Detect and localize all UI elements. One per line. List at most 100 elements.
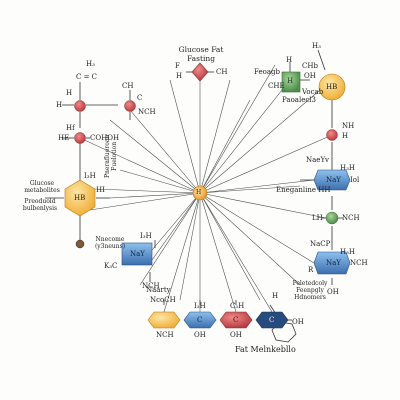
connection-line xyxy=(199,99,251,194)
glucose-metabolites-label: Glucose metabolites xyxy=(24,180,60,194)
connection-line xyxy=(199,192,301,286)
bottom-item-4-text: C xyxy=(269,316,275,324)
left-row1-right-bottom: NCH xyxy=(138,108,156,116)
right-green-right: OH xyxy=(304,72,316,80)
bottom-n-label-2: NcoCH xyxy=(150,296,176,304)
bottom-node-1 xyxy=(147,311,181,329)
connection-line xyxy=(199,64,276,194)
right-green-box-text: H xyxy=(287,77,294,85)
right-blue-1-right: Iol xyxy=(350,176,360,184)
glucose-hex-text: HB xyxy=(74,194,86,202)
right-lower-text: Peletedcoly Feenpgly Hdnomers xyxy=(292,280,328,301)
connection-line xyxy=(199,79,291,194)
right-blue-2-text: NaY xyxy=(326,259,341,267)
right-orange-circle-node xyxy=(318,73,346,101)
connection-line xyxy=(199,134,333,194)
energy-label: Eneganline HH xyxy=(276,186,331,194)
connection-line xyxy=(129,109,201,194)
right-green-top: H xyxy=(286,56,293,64)
top-center-right-label: CH xyxy=(216,68,228,76)
connection-line xyxy=(199,179,315,194)
left-blue-right-text: Nnecome (y3neuns) xyxy=(94,236,126,250)
hub-label: H xyxy=(196,189,202,196)
left-blue-top: I₃H xyxy=(140,232,152,240)
top-center-left-label: F xyxy=(175,62,180,70)
connection-line xyxy=(163,192,201,313)
right-blue-2-right: NCH xyxy=(350,259,368,267)
top-center-title: Glucose Fat Fasting xyxy=(178,45,224,63)
bottom-item-2-text: C xyxy=(197,316,203,324)
connection-lines xyxy=(79,64,333,313)
glucose-hexagon-node xyxy=(64,179,96,217)
right-green-box-node xyxy=(281,71,301,93)
bottom-item-1-bottom: NCH xyxy=(156,331,174,339)
right-red-node xyxy=(326,129,338,141)
bottom-right-label-2: OH xyxy=(292,318,304,326)
right-orange-label: HB xyxy=(326,83,338,91)
right-blue-2-top-right: H₃H xyxy=(340,248,356,256)
left-row1-left: H xyxy=(56,101,63,109)
left-row1-right-mid: C xyxy=(137,94,143,102)
right-green-circle-node xyxy=(325,211,339,225)
right-top-h-label: H₃ xyxy=(312,42,321,50)
connection-line xyxy=(199,192,261,301)
connection-line xyxy=(199,192,315,264)
right-orange-side: Vocab xyxy=(302,88,324,96)
hex-right-label: HI xyxy=(96,186,105,194)
connection-line xyxy=(169,79,201,194)
connection-line xyxy=(151,192,201,251)
left-row2-right: COHOH xyxy=(90,134,120,142)
right-blue-1-top-left: NaeYv xyxy=(306,156,330,164)
left-row1-right-top: CH xyxy=(122,82,134,90)
connection-line xyxy=(119,169,201,194)
left-red-node-3 xyxy=(74,132,86,144)
right-blue-node-1 xyxy=(313,169,351,191)
right-green-small-left: LH xyxy=(312,214,323,222)
connection-line xyxy=(151,192,201,261)
hex-side-text: Pnerafluoroan Fuelotion xyxy=(104,134,118,178)
central-hub-node xyxy=(192,185,208,201)
bottom-item-2-bottom: OH xyxy=(194,331,206,339)
right-blue-2-left: R xyxy=(308,266,314,274)
bottom-n-label: Naarty xyxy=(146,286,171,294)
bottom-right-label: H xyxy=(272,292,279,300)
right-green-below: Paoalecl3 xyxy=(282,96,316,104)
connection-line xyxy=(199,185,301,194)
left-row2-left-2: HE xyxy=(58,134,70,142)
right-lower-oh: OH xyxy=(327,288,339,296)
right-red-label-b: H xyxy=(342,132,349,140)
left-blue-bottom: NCH xyxy=(142,282,160,290)
left-row2-left: Hf xyxy=(66,124,75,132)
bottom-node-4 xyxy=(255,311,289,329)
right-blue-node-2 xyxy=(313,251,351,275)
hex-right-top-label: I₃H xyxy=(84,172,96,180)
right-green-left: Feoagb xyxy=(254,68,280,76)
connection-line xyxy=(139,192,201,286)
connection-line xyxy=(109,119,201,194)
right-orange-left: CHE xyxy=(268,82,285,90)
connection-line xyxy=(199,192,327,219)
right-bonds xyxy=(289,49,345,285)
connection-line xyxy=(179,192,201,301)
bottom-item-3-bottom: OH xyxy=(230,331,242,339)
right-blue-1-text: NaY xyxy=(326,176,341,184)
left-top-label-b: C = C xyxy=(76,73,98,81)
connection-line xyxy=(79,137,201,194)
left-top-label-a: H₃ xyxy=(86,60,95,68)
right-top-mid-label: CHb xyxy=(302,62,318,70)
left-blue-left: K₃C xyxy=(104,262,118,270)
connection-line xyxy=(199,89,321,194)
left-blue-box-text: NaY xyxy=(130,250,145,258)
connection-line xyxy=(199,79,231,194)
right-blue-2-top-left: NaCP xyxy=(310,240,331,248)
left-brown-node xyxy=(75,239,85,249)
footer-label: Fat Melnkebllo xyxy=(235,345,296,354)
connection-line xyxy=(89,192,201,211)
fasting-diamond-node xyxy=(191,62,209,82)
right-blue-1-top-right: H₃H xyxy=(340,164,356,172)
connection-line xyxy=(199,192,273,313)
connection-line xyxy=(94,188,201,194)
bottom-item-3-top: C₃H xyxy=(230,302,245,310)
preoduold-label: Preoduold bulbenlysis xyxy=(22,198,58,212)
